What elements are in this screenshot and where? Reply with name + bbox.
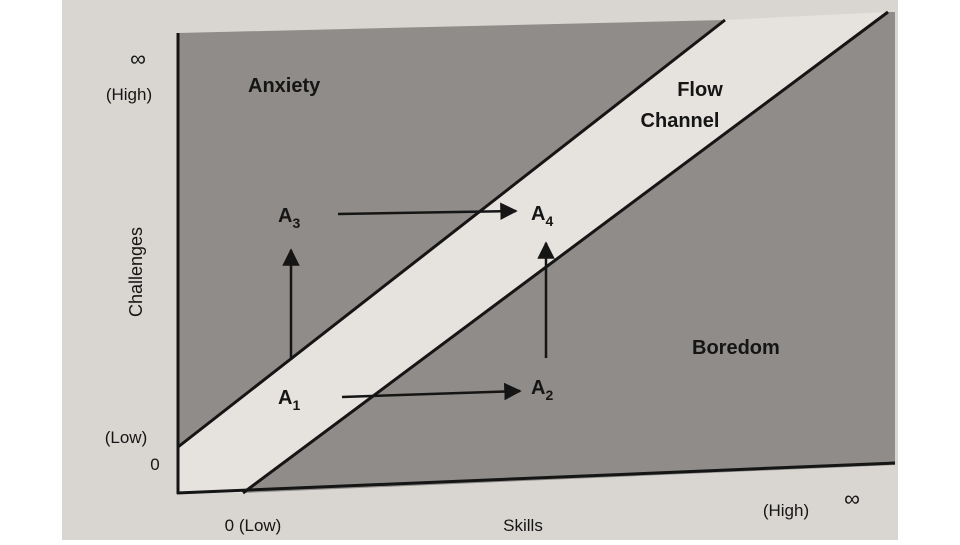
x-low-label: 0 (Low) <box>225 516 282 535</box>
flow-label-line2: Channel <box>641 110 720 132</box>
flow-label-line1: Flow <box>677 79 723 101</box>
point-a2-base: A <box>531 377 545 399</box>
point-a3-base: A <box>278 205 292 227</box>
y-low-label: (Low) <box>105 428 148 447</box>
point-a1-label: A1 <box>278 387 300 413</box>
y-zero-label: 0 <box>150 455 159 474</box>
x-axis <box>176 461 896 495</box>
y-axis-title: Challenges <box>126 227 146 317</box>
arrow-a3-to-a4 <box>337 202 518 221</box>
point-a1-base: A <box>278 387 292 409</box>
lower-channel-line <box>242 10 889 495</box>
x-infinity-label: ∞ <box>844 486 860 511</box>
x-high-label: (High) <box>763 501 809 520</box>
point-a4-sub: 4 <box>545 213 553 229</box>
flow-channel-region <box>178 12 888 493</box>
upper-channel-line <box>177 18 726 449</box>
point-a2-sub: 2 <box>545 387 553 403</box>
y-high-label: (High) <box>106 85 152 104</box>
x-axis-title: Skills <box>503 516 543 535</box>
boredom-label: Boredom <box>692 337 780 359</box>
arrow-a1-to-a2 <box>341 382 522 401</box>
y-infinity-label: ∞ <box>130 46 146 71</box>
point-a2-label: A2 <box>531 377 553 403</box>
point-a4-label: A4 <box>531 203 553 229</box>
point-a3-label: A3 <box>278 205 300 231</box>
anxiety-label: Anxiety <box>248 75 321 97</box>
point-a3-sub: 3 <box>292 215 300 231</box>
point-a1-sub: 1 <box>292 397 300 413</box>
point-a4-base: A <box>531 203 545 225</box>
